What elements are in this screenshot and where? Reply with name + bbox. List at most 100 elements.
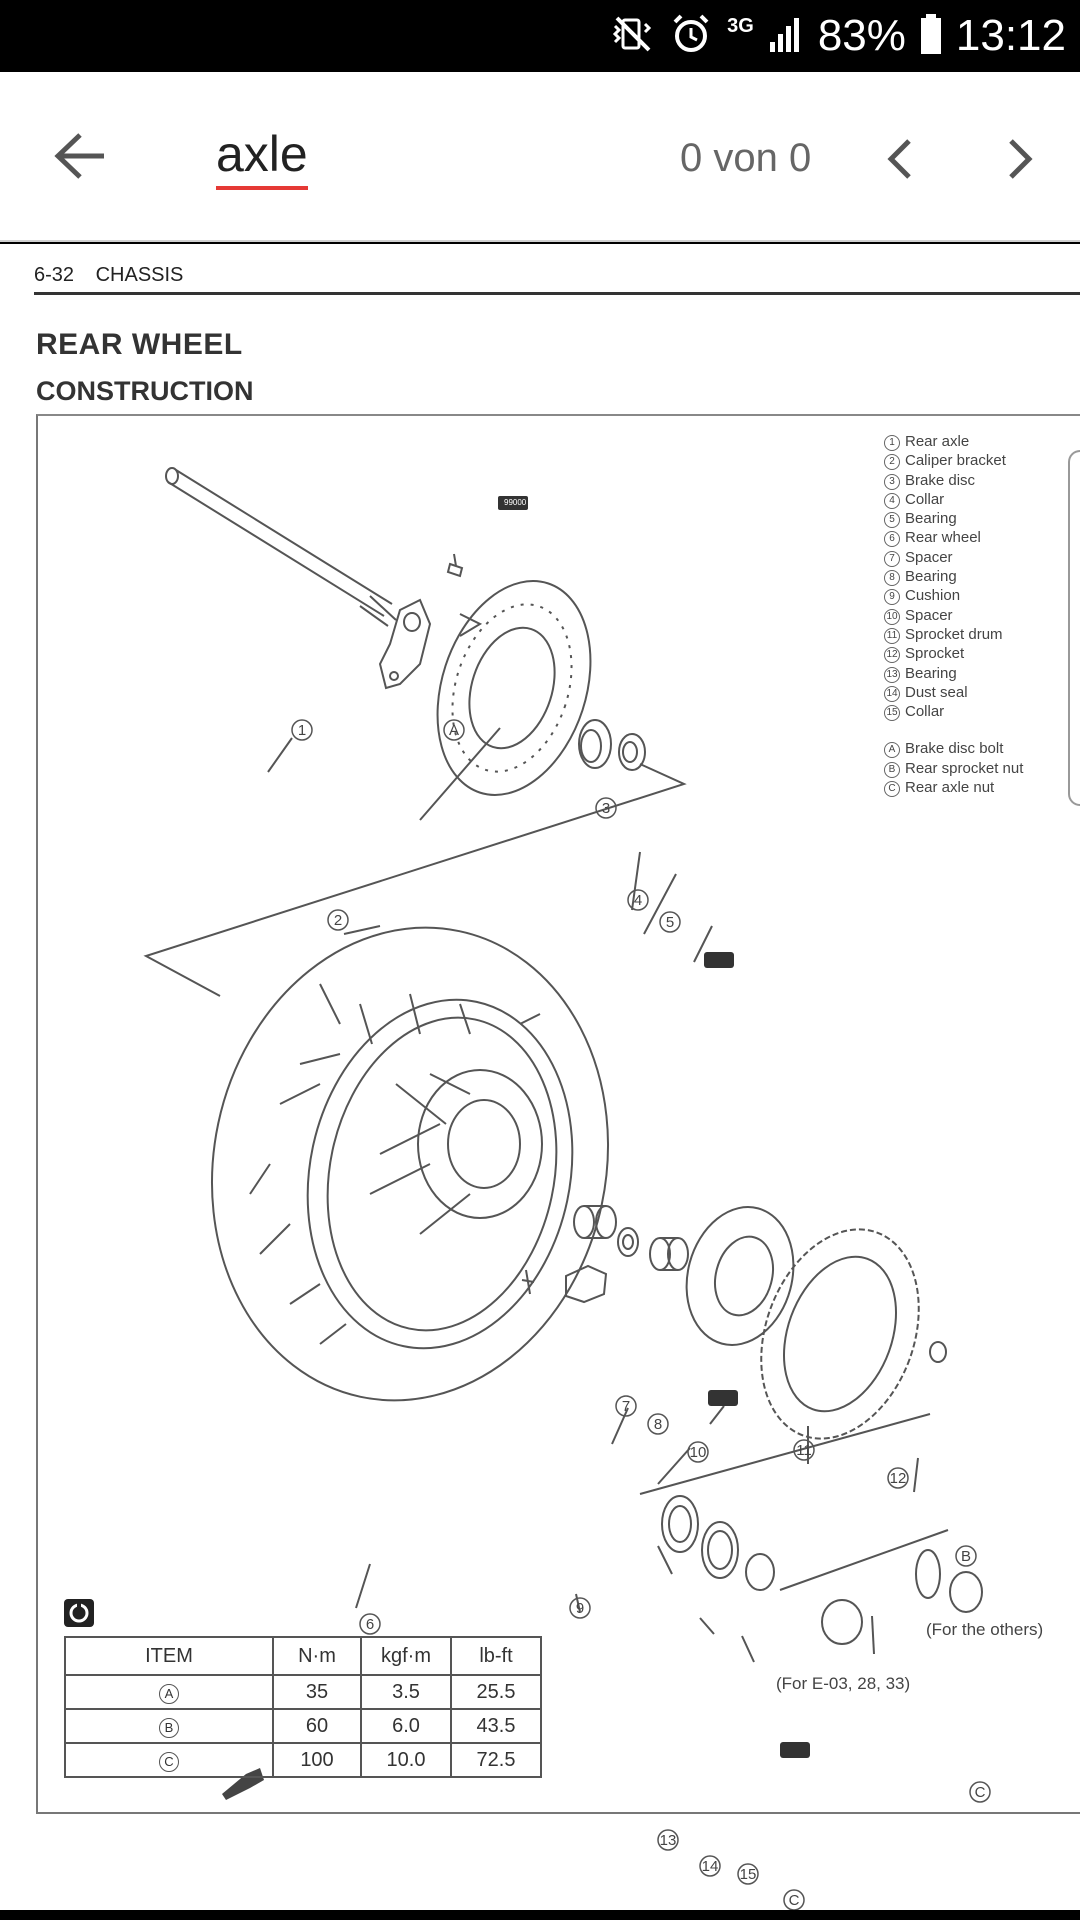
- legend-item: 5 Bearing: [884, 509, 1023, 529]
- grease-icon-2: [708, 1390, 738, 1406]
- legend-label: Rear axle nut: [905, 779, 995, 797]
- fwd-label: FWD: [240, 1540, 263, 1551]
- callout-1: 1: [291, 719, 313, 741]
- svg-text:1: 1: [298, 722, 306, 739]
- legend-number: 5: [884, 512, 900, 529]
- exploded-diagram: 1 2 A 3 4 5 6 7 8 9 10 11 12 B 13 14 15 …: [143, 467, 991, 1910]
- legend-label: Caliper bracket: [905, 452, 1006, 470]
- legend-letter: A: [884, 742, 900, 759]
- header-rule: [34, 292, 1080, 295]
- page-title: REAR WHEEL: [36, 328, 243, 361]
- network-type: 3G: [727, 14, 754, 37]
- bottom-edge: [0, 1910, 1080, 1920]
- legend-label: Bearing: [905, 510, 957, 528]
- nm-value: 100: [272, 1742, 362, 1778]
- legend-number: 11: [884, 627, 900, 644]
- back-button[interactable]: [40, 124, 120, 188]
- item-label: B: [159, 1717, 179, 1738]
- sprocket-drum-part: [685, 1206, 795, 1346]
- signal-icon: [768, 14, 804, 59]
- callout-5: 5: [659, 911, 681, 933]
- find-in-page-bar: axle 0 von 0: [0, 72, 1080, 242]
- clock: 13:12: [955, 11, 1066, 60]
- rear-wheel-part: [211, 926, 609, 1402]
- note-for-e03: (For E-03, 28, 33): [776, 1674, 911, 1693]
- page-header: 6-32 CHASSIS: [34, 264, 183, 287]
- svg-text:5: 5: [666, 914, 674, 931]
- callout-4: 4: [627, 889, 649, 911]
- col-lbft: lb-ft: [450, 1636, 542, 1676]
- legend-label: Bearing: [905, 664, 957, 682]
- callout-11: 11: [793, 1439, 815, 1461]
- legend-number: 15: [884, 705, 900, 722]
- callout-9: 9: [569, 1597, 591, 1619]
- legend-number: 10: [884, 608, 900, 625]
- svg-text:6: 6: [366, 1616, 374, 1633]
- legend-label: Rear wheel: [905, 529, 981, 547]
- scroll-handle[interactable]: [1068, 450, 1080, 806]
- rear-axle-part: [165, 467, 397, 627]
- note-for-others: (For the others): [926, 1620, 1044, 1639]
- table-row: A 35 3.5 25.5: [64, 1674, 542, 1710]
- callout-14: 14: [699, 1855, 721, 1877]
- legend-number: 7: [884, 550, 900, 567]
- thread-lock-icon: [498, 496, 528, 510]
- svg-text:8: 8: [654, 1416, 662, 1433]
- svg-text:12: 12: [890, 1470, 907, 1487]
- torque-table-header: ITEM N·m kgf·m lb-ft: [64, 1636, 542, 1676]
- legend-label: Brake disc: [905, 471, 976, 489]
- svg-text:11: 11: [796, 1442, 812, 1459]
- battery-percent: 83%: [817, 11, 906, 60]
- callout-A1: A: [443, 719, 465, 741]
- legend-label: Cushion: [905, 587, 961, 605]
- callout-6: 6: [359, 1613, 381, 1635]
- legend-number: 13: [884, 666, 900, 683]
- previous-match-button[interactable]: [865, 124, 935, 194]
- caliper-bracket-part: [378, 598, 432, 690]
- callout-3: 3: [595, 797, 617, 819]
- svg-text:C: C: [975, 1784, 986, 1801]
- callout-C2: C: [969, 1781, 991, 1803]
- page-subtitle: CONSTRUCTION: [36, 376, 254, 406]
- legend-letter: B: [884, 761, 900, 778]
- legend-number: 12: [884, 647, 900, 664]
- svg-text:9: 9: [576, 1600, 584, 1617]
- search-input[interactable]: axle: [216, 124, 308, 190]
- lbft-value: 72.5: [450, 1742, 542, 1778]
- vibrate-mute-icon: [611, 12, 655, 61]
- callout-2: 2: [327, 909, 349, 931]
- item-label: A: [159, 1683, 179, 1704]
- kgfm-value: 10.0: [360, 1742, 452, 1778]
- kgfm-value: 6.0: [360, 1708, 452, 1744]
- thread-lock-label: 99000: [504, 498, 527, 507]
- brake-disc-part: [436, 580, 592, 796]
- chevron-right-icon: [1009, 139, 1033, 179]
- arrow-left-icon: [54, 133, 104, 179]
- svg-text:4: 4: [634, 892, 642, 909]
- callout-7: 7: [615, 1395, 637, 1417]
- legend-number: 9: [884, 589, 900, 606]
- legend-item: 15 Collar: [884, 702, 1023, 722]
- svg-text:10: 10: [690, 1444, 707, 1461]
- callout-13: 13: [657, 1829, 679, 1851]
- legend-number: 4: [884, 492, 900, 509]
- callout-12: 12: [887, 1467, 909, 1489]
- legend-number: 14: [884, 685, 900, 702]
- svg-text:C: C: [789, 1892, 800, 1909]
- battery-icon: [920, 13, 942, 59]
- table-row: B 60 6.0 43.5: [64, 1708, 542, 1744]
- kgfm-value: 3.5: [360, 1674, 452, 1710]
- legend-label: Collar: [905, 703, 945, 721]
- next-match-button[interactable]: [985, 124, 1055, 194]
- legend-label: Sprocket drum: [905, 625, 1003, 643]
- svg-text:13: 13: [660, 1832, 677, 1849]
- legend-label: Dust seal: [905, 683, 968, 701]
